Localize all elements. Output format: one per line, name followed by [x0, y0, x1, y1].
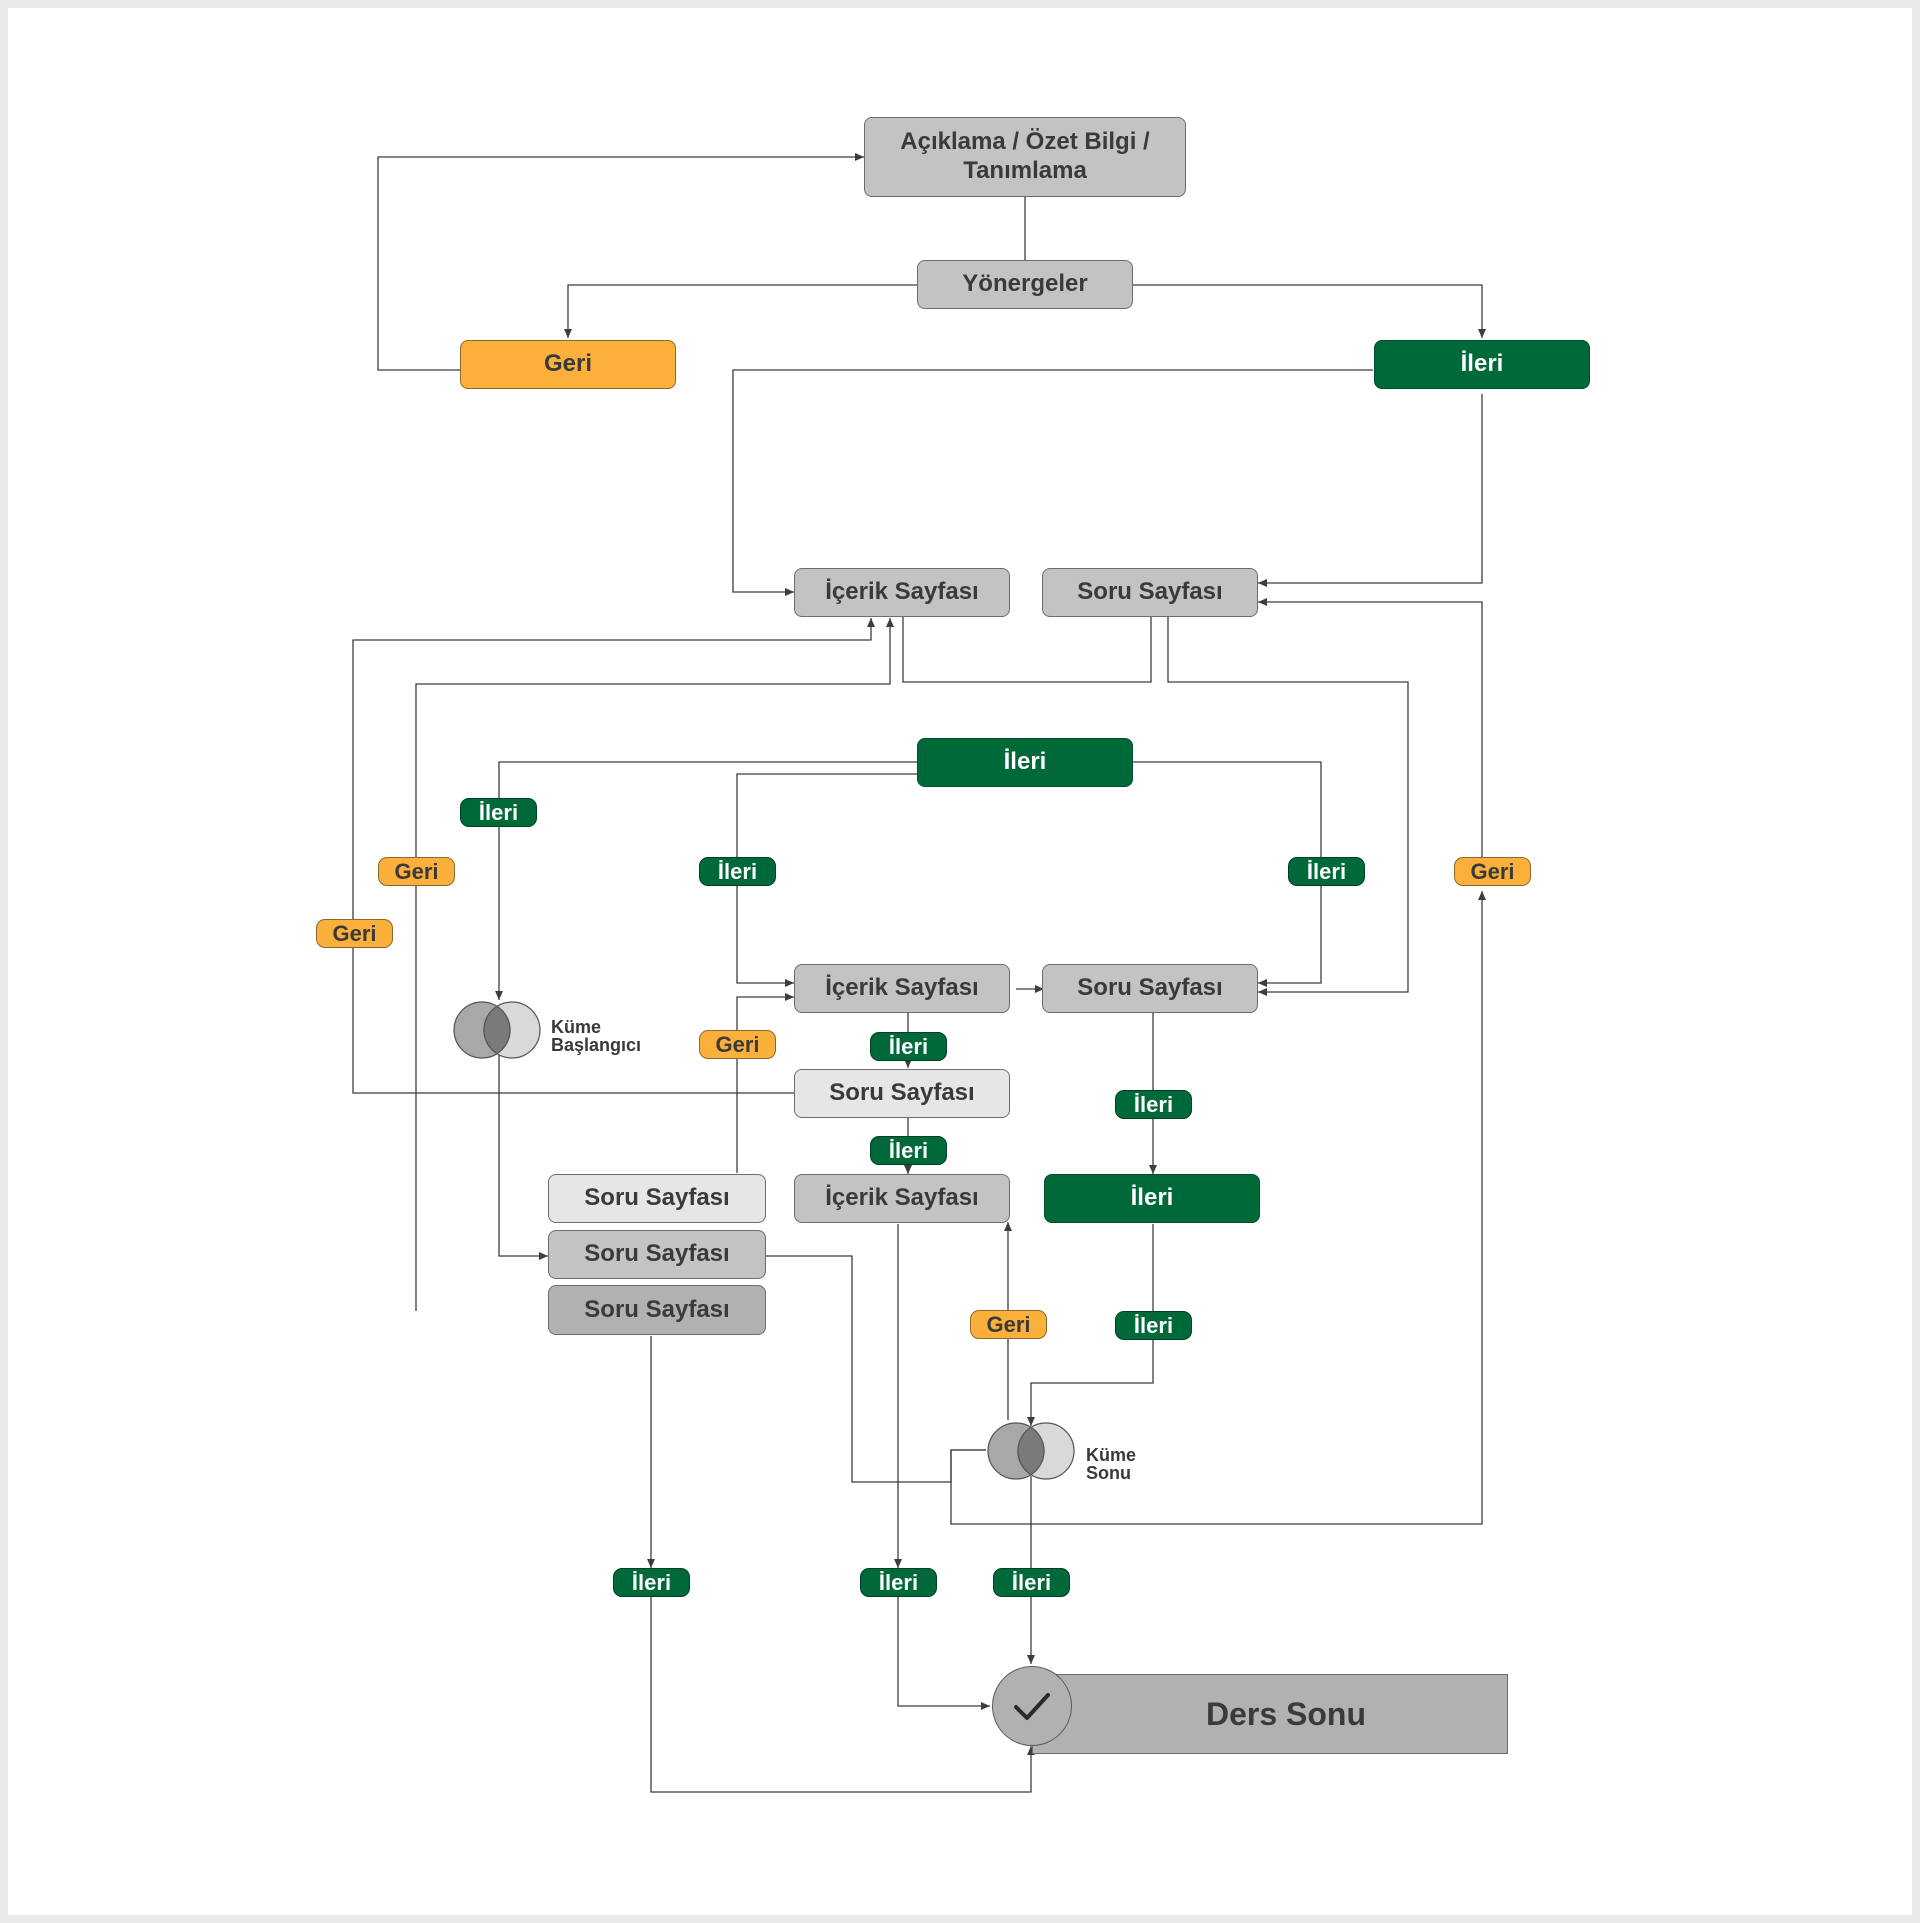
checkmark-icon [1014, 1693, 1050, 1720]
wire-kume-to-soru-mid [498, 1050, 548, 1260]
soru-sayfasi-dark: Soru Sayfası [548, 1285, 766, 1335]
wire-ileri-to-soru1 [1258, 394, 1483, 587]
icerik-sayfasi-3: İçerik Sayfası [794, 1174, 1010, 1223]
ileri-pill-left[interactable]: İleri [460, 798, 537, 827]
geri-pill-mid[interactable]: Geri [699, 1030, 776, 1059]
wire-soru-light-to-icerik2 [736, 993, 794, 1173]
soru-sayfasi-2: Soru Sayfası [1042, 964, 1258, 1013]
ders-sonu-circle [992, 1666, 1072, 1746]
geri-pill-lower[interactable]: Geri [970, 1310, 1047, 1339]
icerik-sayfasi-2: İçerik Sayfası [794, 964, 1010, 1013]
kume-baslangici-icon [453, 1001, 541, 1059]
wire-soru1-to-soru2 [1167, 616, 1409, 996]
ileri-pill-d[interactable]: İleri [870, 1032, 947, 1061]
wire-yonergeler-to-geri [564, 284, 917, 338]
ileri-pill-g[interactable]: İleri [613, 1568, 690, 1597]
soru-sayfasi-light: Soru Sayfası [548, 1174, 766, 1223]
ileri-pill-e[interactable]: İleri [1115, 1090, 1192, 1119]
wire-soru-mid-to-kume-sonu [766, 1255, 986, 1483]
wire-geri-right-to-soru1 [1258, 598, 1483, 865]
ders-sonu-label: Ders Sonu [1205, 1695, 1367, 1732]
ileri-pill-i[interactable]: İleri [993, 1568, 1070, 1597]
wire-ilerimid-left [495, 761, 917, 1000]
soru-sayfasi-1: Soru Sayfası [1042, 568, 1258, 617]
aciklama-node: Açıklama / Özet Bilgi / Tanımlama [864, 117, 1186, 197]
kume-sonu-label: Küme Sonu [1086, 1445, 1137, 1483]
icerik-sayfasi-1: İçerik Sayfası [794, 568, 1010, 617]
flowchart-canvas: Açıklama / Özet Bilgi / Tanımlama Yönerg… [8, 8, 1912, 1915]
geri-button-top[interactable]: Geri [460, 340, 676, 389]
wire-ileri-right-to-kume-sonu [1027, 1224, 1154, 1426]
ileri-pill-h[interactable]: İleri [860, 1568, 937, 1597]
wire-icerik1-soru1-bottom [902, 616, 1152, 683]
wire-geri-a-to-icerik1 [352, 618, 875, 921]
soru-sayfasi-3: Soru Sayfası [794, 1069, 1010, 1118]
geri-pill-b[interactable]: Geri [378, 857, 455, 886]
wire-ileri-g-to-end [650, 1596, 1035, 1793]
ileri-button-mid[interactable]: İleri [917, 738, 1133, 787]
geri-pill-a[interactable]: Geri [316, 919, 393, 948]
wire-soru3-to-geri-a [352, 945, 794, 1094]
wire-yonergeler-to-ileri [1133, 284, 1486, 338]
kume-baslangici-label: Küme Başlangıcı [551, 1017, 642, 1055]
ileri-pill-c[interactable]: İleri [1288, 857, 1365, 886]
wire-kume-sonu-to-geri-right [950, 891, 1486, 1525]
ileri-pill-f[interactable]: İleri [870, 1136, 947, 1165]
kume-sonu-icon [987, 1422, 1075, 1480]
geri-pill-right[interactable]: Geri [1454, 857, 1531, 886]
ileri-button-top[interactable]: İleri [1374, 340, 1590, 389]
wire-ileri-h-to-end [897, 1596, 990, 1710]
soru-sayfasi-mid: Soru Sayfası [548, 1230, 766, 1279]
ileri-pill-j[interactable]: İleri [1115, 1311, 1192, 1340]
ileri-button-right[interactable]: İleri [1044, 1174, 1260, 1223]
yonergeler-node: Yönergeler [917, 260, 1133, 309]
wire-geri-b-to-icerik1 [415, 618, 894, 1311]
ileri-pill-b[interactable]: İleri [699, 857, 776, 886]
ders-sonu-box: Ders Sonu [1032, 1674, 1508, 1754]
wire-geri-to-aciklama [377, 153, 864, 371]
wire-ileri-to-icerik1 [732, 369, 1373, 596]
